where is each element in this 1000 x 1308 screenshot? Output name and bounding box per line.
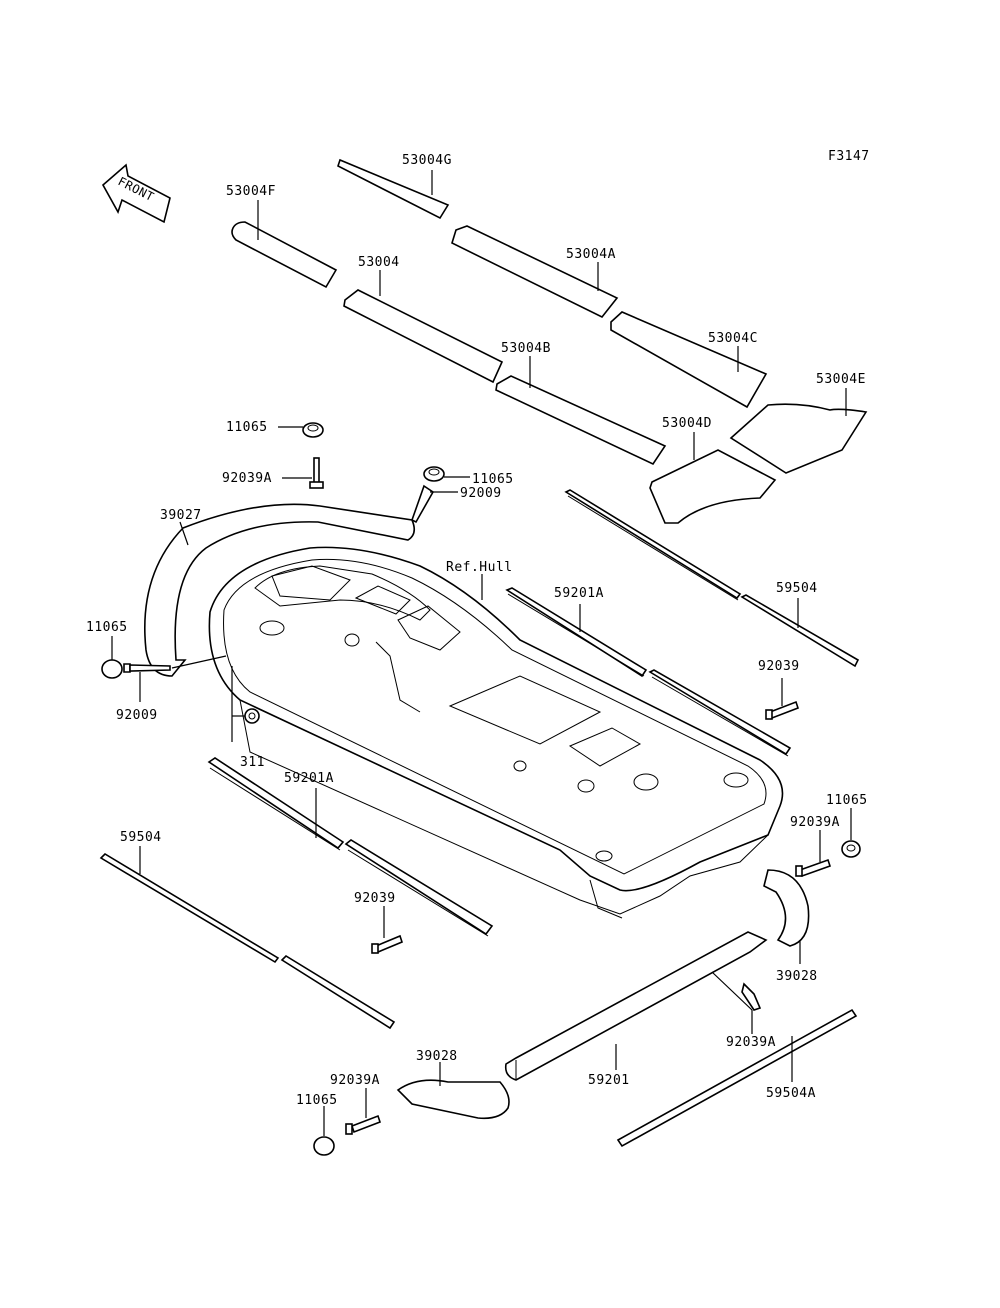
label-92039A-right: 92039A [790,815,840,830]
label-53004C: 53004C [708,331,758,346]
rivet-92039A-right [795,858,832,878]
grommet-11065-top [302,422,324,438]
label-311: 311 [240,755,265,770]
label-53004E: 53004E [816,372,866,387]
label-92009-left: 92009 [116,708,158,723]
figure-code: F3147 [828,149,870,164]
label-92039-left: 92039 [354,891,396,906]
label-92039A-left-bottom: 92039A [330,1073,380,1088]
label-59504-right: 59504 [776,581,818,596]
screw-92009-top [411,484,435,524]
mat-53004A [451,225,619,319]
cap-39028-right [763,869,810,947]
label-ref-hull: Ref.Hull [446,560,513,575]
label-53004A: 53004A [566,247,616,262]
mat-53004B [495,375,667,466]
nut-311 [244,708,260,724]
label-11065-top: 11065 [226,420,268,435]
label-59201: 59201 [588,1073,630,1088]
label-39027: 39027 [160,508,202,523]
label-92039A-top: 92039A [222,471,272,486]
label-92039A-bottom-right: 92039A [726,1035,776,1050]
label-11065-mid: 11065 [472,472,514,487]
label-11065-left-bottom: 11065 [296,1093,338,1108]
grommet-11065-right [841,840,861,858]
label-59201A-right: 59201A [554,586,604,601]
rail-59201A-right [505,587,792,757]
grommet-11065-left-bottom [313,1136,335,1156]
rail-59504-right-upper [564,489,860,668]
rivet-92039A-bottom-right [741,982,762,1011]
rivet-92039A-left-bottom [345,1114,382,1135]
screw-92009-left [123,663,171,673]
grommet-11065-mid [423,466,445,482]
label-53004: 53004 [358,255,400,270]
label-39028-left: 39028 [416,1049,458,1064]
label-53004F: 53004F [226,184,276,199]
label-59504A: 59504A [766,1086,816,1101]
rivet-92039-right-upper [765,700,800,720]
label-53004D: 53004D [662,416,712,431]
label-11065-right: 11065 [826,793,868,808]
mat-53004C [610,311,768,409]
hull-ref [208,546,784,919]
rail-59201-bottom [504,931,768,1081]
label-53004B: 53004B [501,341,551,356]
mat-53004F [231,221,338,289]
mat-53004G [337,158,450,220]
label-11065-left: 11065 [86,620,128,635]
label-92039-right: 92039 [758,659,800,674]
grommet-11065-left [101,659,123,679]
front-arrow-icon: FRONT [101,163,171,224]
rail-59504-left [99,852,396,1030]
label-39028-right: 39028 [776,969,818,984]
fender-39027 [144,503,416,677]
rivet-92039A-top [309,457,324,489]
label-59504-left: 59504 [120,830,162,845]
mat-53004 [343,289,504,384]
cap-39028-left [396,1079,510,1120]
mat-53004E [729,403,868,474]
rivet-92039-left-lower [371,934,403,954]
rail-59201A-left [207,757,494,937]
label-53004G: 53004G [402,153,452,168]
label-59201A-left: 59201A [284,771,334,786]
rail-59504A [616,1008,858,1148]
mat-53004D [649,449,777,524]
label-92009-top: 92009 [460,486,502,501]
